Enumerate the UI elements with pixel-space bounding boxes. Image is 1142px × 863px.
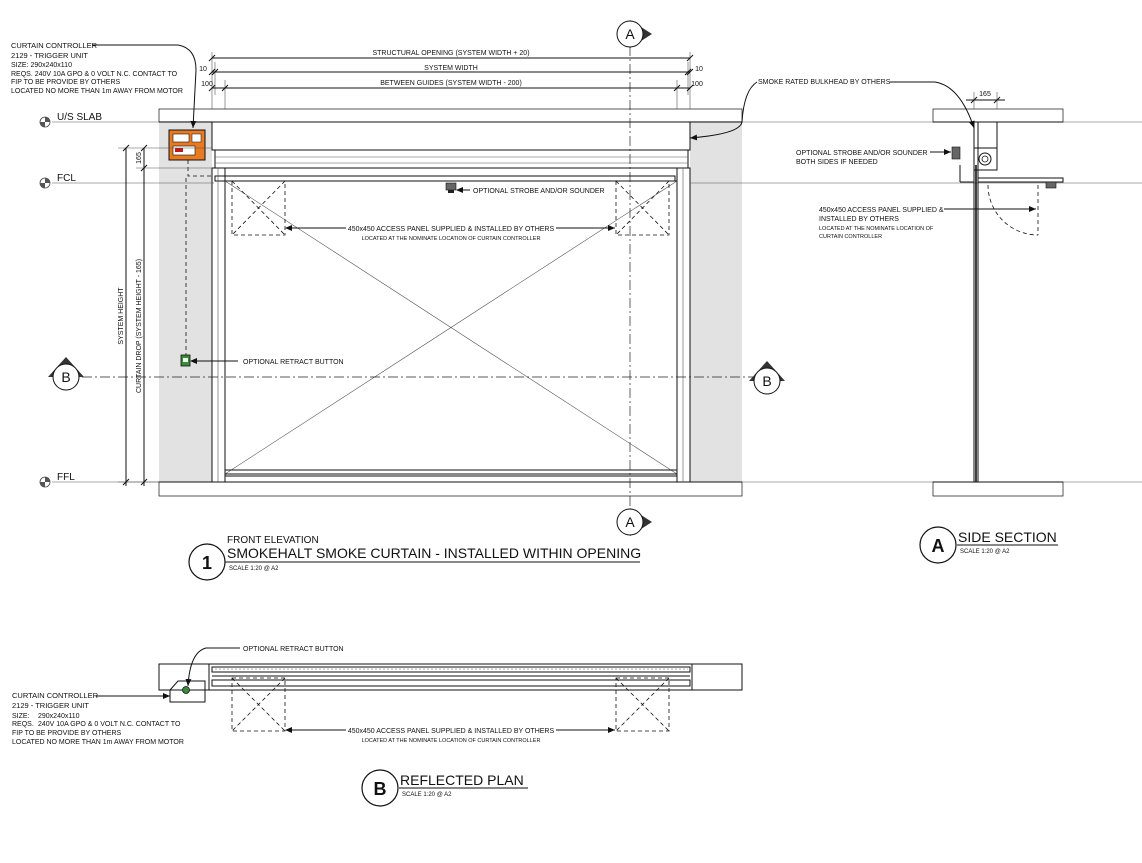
svg-text:FIP TO BE PROVIDE BY OTHERS: FIP TO BE PROVIDE BY OTHERS: [11, 79, 121, 86]
svg-text:A: A: [625, 514, 635, 530]
level-fcl: FCL: [39, 173, 1142, 189]
retract-button-note-front: OPTIONAL RETRACT BUTTON: [190, 358, 344, 366]
svg-text:OPTIONAL STROBE AND/OR SOUNDER: OPTIONAL STROBE AND/OR SOUNDER: [796, 150, 928, 157]
svg-text:SIZE: 290x240x110: SIZE: 290x240x110: [11, 62, 72, 69]
curtain-controller-icon: [168, 129, 206, 161]
svg-text:CURTAIN CONTROLLER: CURTAIN CONTROLLER: [819, 234, 882, 240]
side-headbox: [973, 121, 998, 149]
svg-text:SMOKE RATED BULKHEAD BY OTHERS: SMOKE RATED BULKHEAD BY OTHERS: [758, 79, 891, 86]
level-label-fcl: FCL: [57, 173, 76, 184]
svg-text:LOCATED NO MORE THAN 1m AWAY F: LOCATED NO MORE THAN 1m AWAY FROM MOTOR: [11, 88, 183, 95]
side-strobe-icon-ceiling: [1045, 181, 1057, 189]
section-marker-b-right: B: [749, 361, 785, 395]
dim-curtain-drop: CURTAIN DROP (SYSTEM HEIGHT - 165): [136, 259, 143, 393]
svg-text:450x450 ACCESS PANEL SUPPLIED: 450x450 ACCESS PANEL SUPPLIED & INSTALLE…: [348, 728, 555, 735]
svg-text:SIZE:: SIZE:: [12, 713, 30, 720]
controller-note-plan: CURTAIN CONTROLLER 2129 - TRIGGER UNIT S…: [12, 691, 184, 746]
svg-text:LOCATED AT THE NOMINATE LOCATI: LOCATED AT THE NOMINATE LOCATION OF CURT…: [362, 236, 541, 242]
side-section: 165: [932, 91, 1064, 497]
plan-retract-button-icon: [182, 686, 190, 694]
dim-system-height: SYSTEM HEIGHT: [118, 287, 125, 345]
front-scale: SCALE 1:20 @ A2: [229, 566, 279, 572]
dim-165-front: 165: [136, 152, 143, 164]
access-panel-note-side: 450x450 ACCESS PANEL SUPPLIED & INSTALLE…: [819, 206, 1036, 240]
svg-text:REQS.: REQS.: [12, 721, 34, 728]
svg-text:450x450 ACCESS PANEL SUPPLIED: 450x450 ACCESS PANEL SUPPLIED & INSTALLE…: [348, 226, 555, 233]
svg-text:B: B: [762, 373, 771, 389]
strobe-note-front: OPTIONAL STROBE AND/OR SOUNDER: [456, 187, 605, 195]
svg-text:LOCATED AT THE NOMINATE LOCATI: LOCATED AT THE NOMINATE LOCATION OF CURT…: [362, 738, 541, 744]
svg-text:CURTAIN CONTROLLER: CURTAIN CONTROLLER: [11, 41, 98, 50]
controller-note: CURTAIN CONTROLLER 2129 - TRIGGER UNIT S…: [11, 41, 197, 129]
access-panel-left: [231, 180, 286, 236]
access-panel-note-plan: 450x450 ACCESS PANEL SUPPLIED & INSTALLE…: [285, 727, 615, 744]
svg-text:450x450 ACCESS PANEL SUPPLIED: 450x450 ACCESS PANEL SUPPLIED &: [819, 207, 944, 214]
side-scale: SCALE 1:20 @ A2: [960, 549, 1010, 555]
front-title: SMOKEHALT SMOKE CURTAIN - INSTALLED WITH…: [227, 545, 641, 561]
svg-text:290x240x110: 290x240x110: [38, 713, 80, 720]
bottom-bar: [224, 469, 678, 477]
svg-text:FIP TO BE PROVIDE BY OTHERS: FIP TO BE PROVIDE BY OTHERS: [12, 730, 122, 737]
plan-title: REFLECTED PLAN: [400, 772, 524, 788]
smoke-curtain: [224, 180, 678, 475]
svg-text:240V 10A GPO & 0 VOLT N.C. CON: 240V 10A GPO & 0 VOLT N.C. CONTACT TO: [38, 721, 181, 728]
plan-access-panel-left: [231, 677, 286, 732]
svg-text:BOTH SIDES IF NEEDED: BOTH SIDES IF NEEDED: [796, 159, 878, 166]
side-section-title: A SIDE SECTION SCALE 1:20 @ A2: [919, 526, 1058, 564]
dim-system-width: SYSTEM WIDTH: [424, 65, 478, 72]
svg-text:LOCATED AT THE NOMINATE LOCATI: LOCATED AT THE NOMINATE LOCATION OF: [819, 226, 934, 232]
reflected-plan-title: B REFLECTED PLAN SCALE 1:20 @ A2: [361, 769, 528, 807]
dim-100-left: 100: [201, 81, 213, 88]
side-title: SIDE SECTION: [958, 529, 1057, 545]
svg-text:LOCATED NO MORE THAN 1m AWAY F: LOCATED NO MORE THAN 1m AWAY FROM MOTOR: [12, 739, 184, 746]
dim-165-side: 165: [979, 91, 991, 98]
side-slab-top: [932, 108, 1064, 123]
top-dimensions: STRUCTURAL OPENING (SYSTEM WIDTH + 20) S…: [199, 50, 703, 109]
dim-100-right: 100: [691, 81, 703, 88]
section-marker-b-left: B: [48, 357, 84, 391]
section-marker-a-bottom: A: [616, 508, 652, 536]
level-label-us-slab: U/S SLAB: [57, 112, 102, 123]
plan-scale: SCALE 1:20 @ A2: [402, 792, 452, 798]
front-elevation: [82, 46, 760, 510]
dim-10-left: 10: [199, 66, 207, 73]
slab-top: [158, 108, 743, 123]
bulkhead-note: SMOKE RATED BULKHEAD BY OTHERS: [689, 79, 975, 141]
access-panel-right: [615, 180, 670, 236]
title-number-1: 1: [202, 553, 212, 573]
plan-headbox: [211, 666, 691, 673]
dim-between-guides: BETWEEN GUIDES (SYSTEM WIDTH - 200): [380, 80, 522, 87]
strobe-icon: [445, 182, 457, 193]
level-label-ffl: FFL: [57, 472, 75, 483]
svg-text:2129 - TRIGGER UNIT: 2129 - TRIGGER UNIT: [12, 701, 89, 710]
svg-text:CURTAIN CONTROLLER: CURTAIN CONTROLLER: [12, 691, 99, 700]
front-elevation-title: 1 FRONT ELEVATION SMOKEHALT SMOKE CURTAI…: [188, 535, 641, 581]
retract-button-icon: [180, 354, 191, 367]
svg-text:OPTIONAL STROBE AND/OR SOUNDER: OPTIONAL STROBE AND/OR SOUNDER: [473, 188, 605, 195]
strobe-note-side: OPTIONAL STROBE AND/OR SOUNDER BOTH SIDE…: [796, 149, 951, 166]
reflected-plan: [158, 663, 743, 732]
dim-10-right: 10: [695, 66, 703, 73]
access-panel-note-front: 450x450 ACCESS PANEL SUPPLIED & INSTALLE…: [285, 225, 615, 242]
svg-text:B: B: [61, 369, 70, 385]
svg-text:OPTIONAL RETRACT BUTTON: OPTIONAL RETRACT BUTTON: [243, 359, 344, 366]
plan-access-panel-right: [615, 677, 670, 732]
vertical-dimensions: SYSTEM HEIGHT CURTAIN DROP (SYSTEM HEIGH…: [118, 144, 212, 486]
side-floor: [932, 481, 1064, 497]
svg-text:INSTALLED BY OTHERS: INSTALLED BY OTHERS: [819, 216, 899, 223]
dim-structural-opening: STRUCTURAL OPENING (SYSTEM WIDTH + 20): [372, 50, 529, 57]
svg-text:REQS. 240V 10A GPO & 0 VOLT N.: REQS. 240V 10A GPO & 0 VOLT N.C. CONTACT…: [11, 71, 178, 78]
svg-text:A: A: [625, 26, 635, 42]
side-strobe-icon: [951, 146, 961, 160]
svg-text:2129 - TRIGGER UNIT: 2129 - TRIGGER UNIT: [11, 51, 88, 60]
plan-controller-outline: [169, 680, 206, 703]
front-caption: FRONT ELEVATION: [227, 535, 319, 546]
svg-text:OPTIONAL RETRACT BUTTON: OPTIONAL RETRACT BUTTON: [243, 646, 344, 653]
title-number-b: B: [374, 779, 387, 799]
section-marker-a-top: A: [616, 20, 652, 48]
floor-slab: [158, 481, 743, 497]
retract-button-note-plan: OPTIONAL RETRACT BUTTON: [185, 646, 344, 687]
title-number-a: A: [932, 536, 945, 556]
